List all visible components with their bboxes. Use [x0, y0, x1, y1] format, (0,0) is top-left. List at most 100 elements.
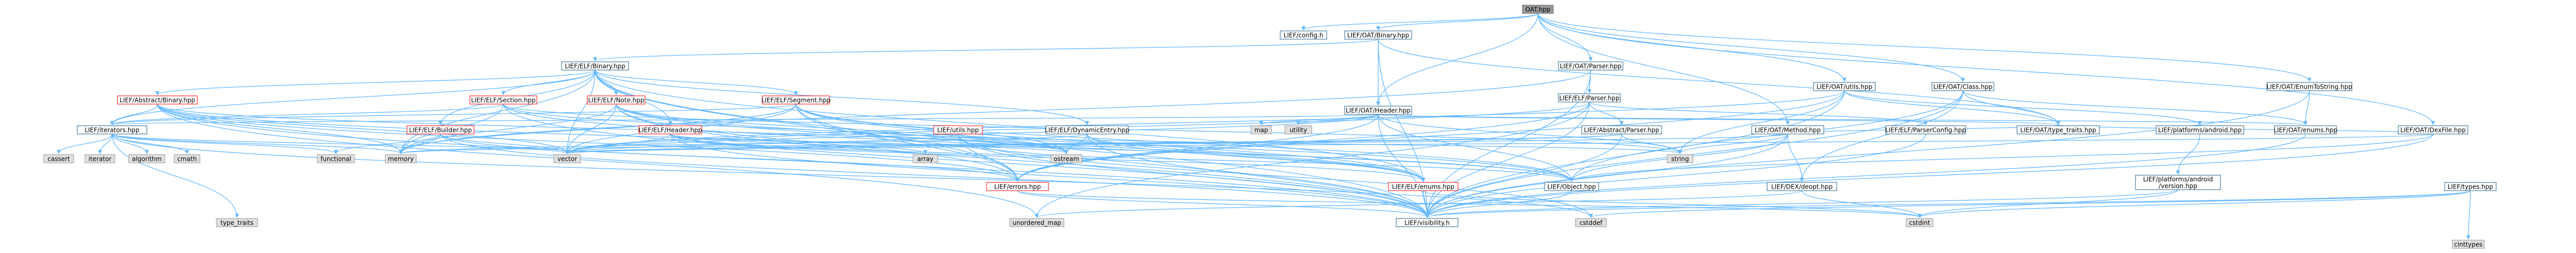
node-elf-dynamic-entry[interactable]: LIEF/ELF/DynamicEntry.hpp — [1045, 125, 1129, 134]
edge-oat_header-to-lief_errors — [1015, 114, 1379, 182]
edge-elf_binary-to-lief_errors — [595, 70, 1020, 182]
edge-oat_class-to-oat_type_traits — [1962, 90, 2060, 125]
node-oat-enums[interactable]: LIEF/OAT/enums.hpp — [2274, 125, 2337, 134]
node-box — [1522, 5, 1554, 14]
node-label: LIEF/ELF/Note.hpp — [588, 97, 644, 104]
edge-abstract_parser-to-string — [1621, 133, 1682, 154]
edge-oat_hpp-to-oat_header — [1376, 13, 1538, 106]
node-box — [1344, 106, 1412, 115]
edge-oat_header-to-map — [1259, 114, 1379, 125]
node-type-traits: type_traits — [216, 218, 258, 227]
node-oat-method[interactable]: LIEF/OAT/Method.hpp — [1751, 125, 1824, 134]
edge-oat_hpp-to-oat_binary — [1376, 13, 1538, 30]
node-lief-utils[interactable]: LIEF/utils.hpp — [933, 125, 983, 134]
edge-lief_types-to-cstddef — [1589, 190, 2471, 218]
node-box — [1581, 125, 1662, 134]
node-label: LIEF/ELF/Builder.hpp — [409, 127, 472, 134]
edge-lief_iterators-to-cstddef — [111, 133, 1593, 218]
node-abstract-parser[interactable]: LIEF/Abstract/Parser.hpp — [1581, 125, 1662, 134]
edge-oat_enum_to_string-to-oat_enums — [2303, 90, 2310, 125]
node-box — [1558, 93, 1621, 103]
edge-oat_hpp-to-oat_dex_file — [1537, 13, 2435, 125]
node-oat-header[interactable]: LIEF/OAT/Header.hpp — [1344, 106, 1412, 115]
edge-lief_errors-to-cstdint — [1017, 190, 1922, 218]
node-box — [2444, 182, 2497, 191]
node-label: LIEF/OAT/Binary.hpp — [1347, 32, 1409, 39]
edge-oat_class-to-oat_enums — [1962, 90, 2308, 125]
node-label: cassert — [47, 156, 70, 163]
node-lief-object[interactable]: LIEF/Object.hpp — [1544, 182, 1599, 191]
node-label: LIEF/Abstract/Parser.hpp — [1584, 127, 1659, 134]
node-box — [1050, 154, 1082, 163]
node-label: LIEF/utils.hpp — [937, 127, 979, 134]
edge-oat_utils-to-string — [1678, 90, 1845, 154]
node-oat-class[interactable]: LIEF/OAT/Class.hpp — [1931, 82, 1994, 91]
node-lief-iterators[interactable]: LIEF/iterators.hpp — [77, 125, 147, 134]
node-oat-binary[interactable]: LIEF/OAT/Binary.hpp — [1344, 30, 1412, 40]
node-box — [933, 125, 983, 134]
node-box — [1250, 125, 1272, 134]
node-oat-hpp[interactable]: OAT.hpp — [1522, 5, 1554, 14]
node-elf-section[interactable]: LIEF/ELF/Section.hpp — [469, 95, 537, 105]
node-lief-types[interactable]: LIEF/types.hpp — [2444, 182, 2497, 191]
node-oat-enum-to-string[interactable]: LIEF/OAT/EnumToString.hpp — [2266, 82, 2352, 91]
node-lief-visibility[interactable]: LIEF/visibility.h — [1396, 218, 1459, 227]
edge-oat_dex_file-to-lief_visibility — [1425, 133, 2434, 218]
node-elf-builder[interactable]: LIEF/ELF/Builder.hpp — [406, 125, 474, 134]
edge-abstract_parser-to-memory — [399, 133, 1622, 154]
node-box — [986, 182, 1049, 191]
node-label: LIEF/OAT/Class.hpp — [1934, 83, 1993, 91]
edge-oat_dex_file-to-lief_object — [1569, 133, 2434, 182]
node-box — [2398, 125, 2468, 134]
edge-elf_parser-to-abstract_parser — [1589, 102, 1624, 125]
node-lief-errors[interactable]: LIEF/errors.hpp — [986, 182, 1049, 191]
node-box — [2266, 82, 2352, 91]
edge-abstract_binary-to-lief_errors — [157, 104, 1020, 182]
node-box — [1906, 218, 1934, 227]
node-platforms-android[interactable]: LIEF/platforms/android.hpp — [2156, 125, 2244, 134]
node-box — [587, 95, 646, 105]
node-oat-utils[interactable]: LIEF/OAT/utils.hpp — [1813, 82, 1876, 91]
edge-dex_deopt-to-unordered_map — [1035, 190, 1803, 218]
node-oat-dex-file[interactable]: LIEF/OAT/DexFile.hpp — [2398, 125, 2468, 134]
node-elf-segment[interactable]: LIEF/ELF/Segment.hpp — [761, 95, 831, 105]
edge-elf_segment-to-memory — [399, 104, 796, 154]
node-oat-type-traits[interactable]: LIEF/OAT/type_traits.hpp — [2016, 125, 2100, 134]
edge-oat_utils-to-vector — [565, 90, 1845, 154]
node-label: LIEF/OAT/enums.hpp — [2274, 127, 2337, 134]
node-oat-parser[interactable]: LIEF/OAT/Parser.hpp — [1558, 61, 1623, 71]
edge-lief_errors-to-lief_visibility — [1017, 190, 1429, 218]
edge-abstract_binary-to-lief_visibility — [157, 104, 1429, 218]
node-elf-parser-config[interactable]: LIEF/ELF/ParserConfig.hpp — [1885, 125, 1966, 134]
node-label: LIEF/OAT/Method.hpp — [1755, 127, 1821, 134]
node-platforms-android-version[interactable]: LIEF/platforms/android/version.hpp — [2135, 175, 2221, 190]
node-label: cstddef — [1580, 220, 1603, 227]
node-box — [2452, 240, 2485, 249]
edge-lief_iterators-to-cassert — [57, 133, 113, 154]
node-ostream: ostream — [1050, 154, 1082, 163]
edge-lief_iterators-to-vector — [111, 133, 569, 154]
node-cstddef: cstddef — [1575, 218, 1607, 227]
node-box — [174, 154, 200, 163]
node-label: algorithm — [132, 156, 162, 163]
edges — [57, 13, 2471, 240]
node-elf-note[interactable]: LIEF/ELF/Note.hpp — [587, 95, 646, 105]
node-abstract-binary[interactable]: LIEF/Abstract/Binary.hpp — [117, 95, 198, 105]
node-elf-enums[interactable]: LIEF/ELF/enums.hpp — [1388, 182, 1459, 191]
node-box — [1813, 82, 1876, 91]
edge-elf_header-to-vector — [565, 133, 671, 154]
node-elf-binary[interactable]: LIEF/ELF/Binary.hpp — [561, 61, 629, 71]
node-box — [1885, 125, 1966, 134]
edge-oat_hpp-to-oat_class — [1537, 13, 1965, 82]
node-dex-deopt[interactable]: LIEF/DEX/deopt.hpp — [1767, 182, 1837, 191]
edge-elf_segment-to-lief_iterators — [110, 104, 796, 125]
node-box — [1388, 182, 1459, 191]
edge-elf_header-to-lief_object — [670, 133, 1574, 182]
node-elf-header[interactable]: LIEF/ELF/Header.hpp — [638, 125, 702, 134]
edge-oat_dex_file-to-vector — [566, 133, 2434, 154]
node-oat-config[interactable]: LIEF/config.h — [1280, 30, 1327, 40]
node-label: LIEF/ELF/Segment.hpp — [761, 97, 831, 104]
node-elf-parser[interactable]: LIEF/ELF/Parser.hpp — [1558, 93, 1621, 103]
